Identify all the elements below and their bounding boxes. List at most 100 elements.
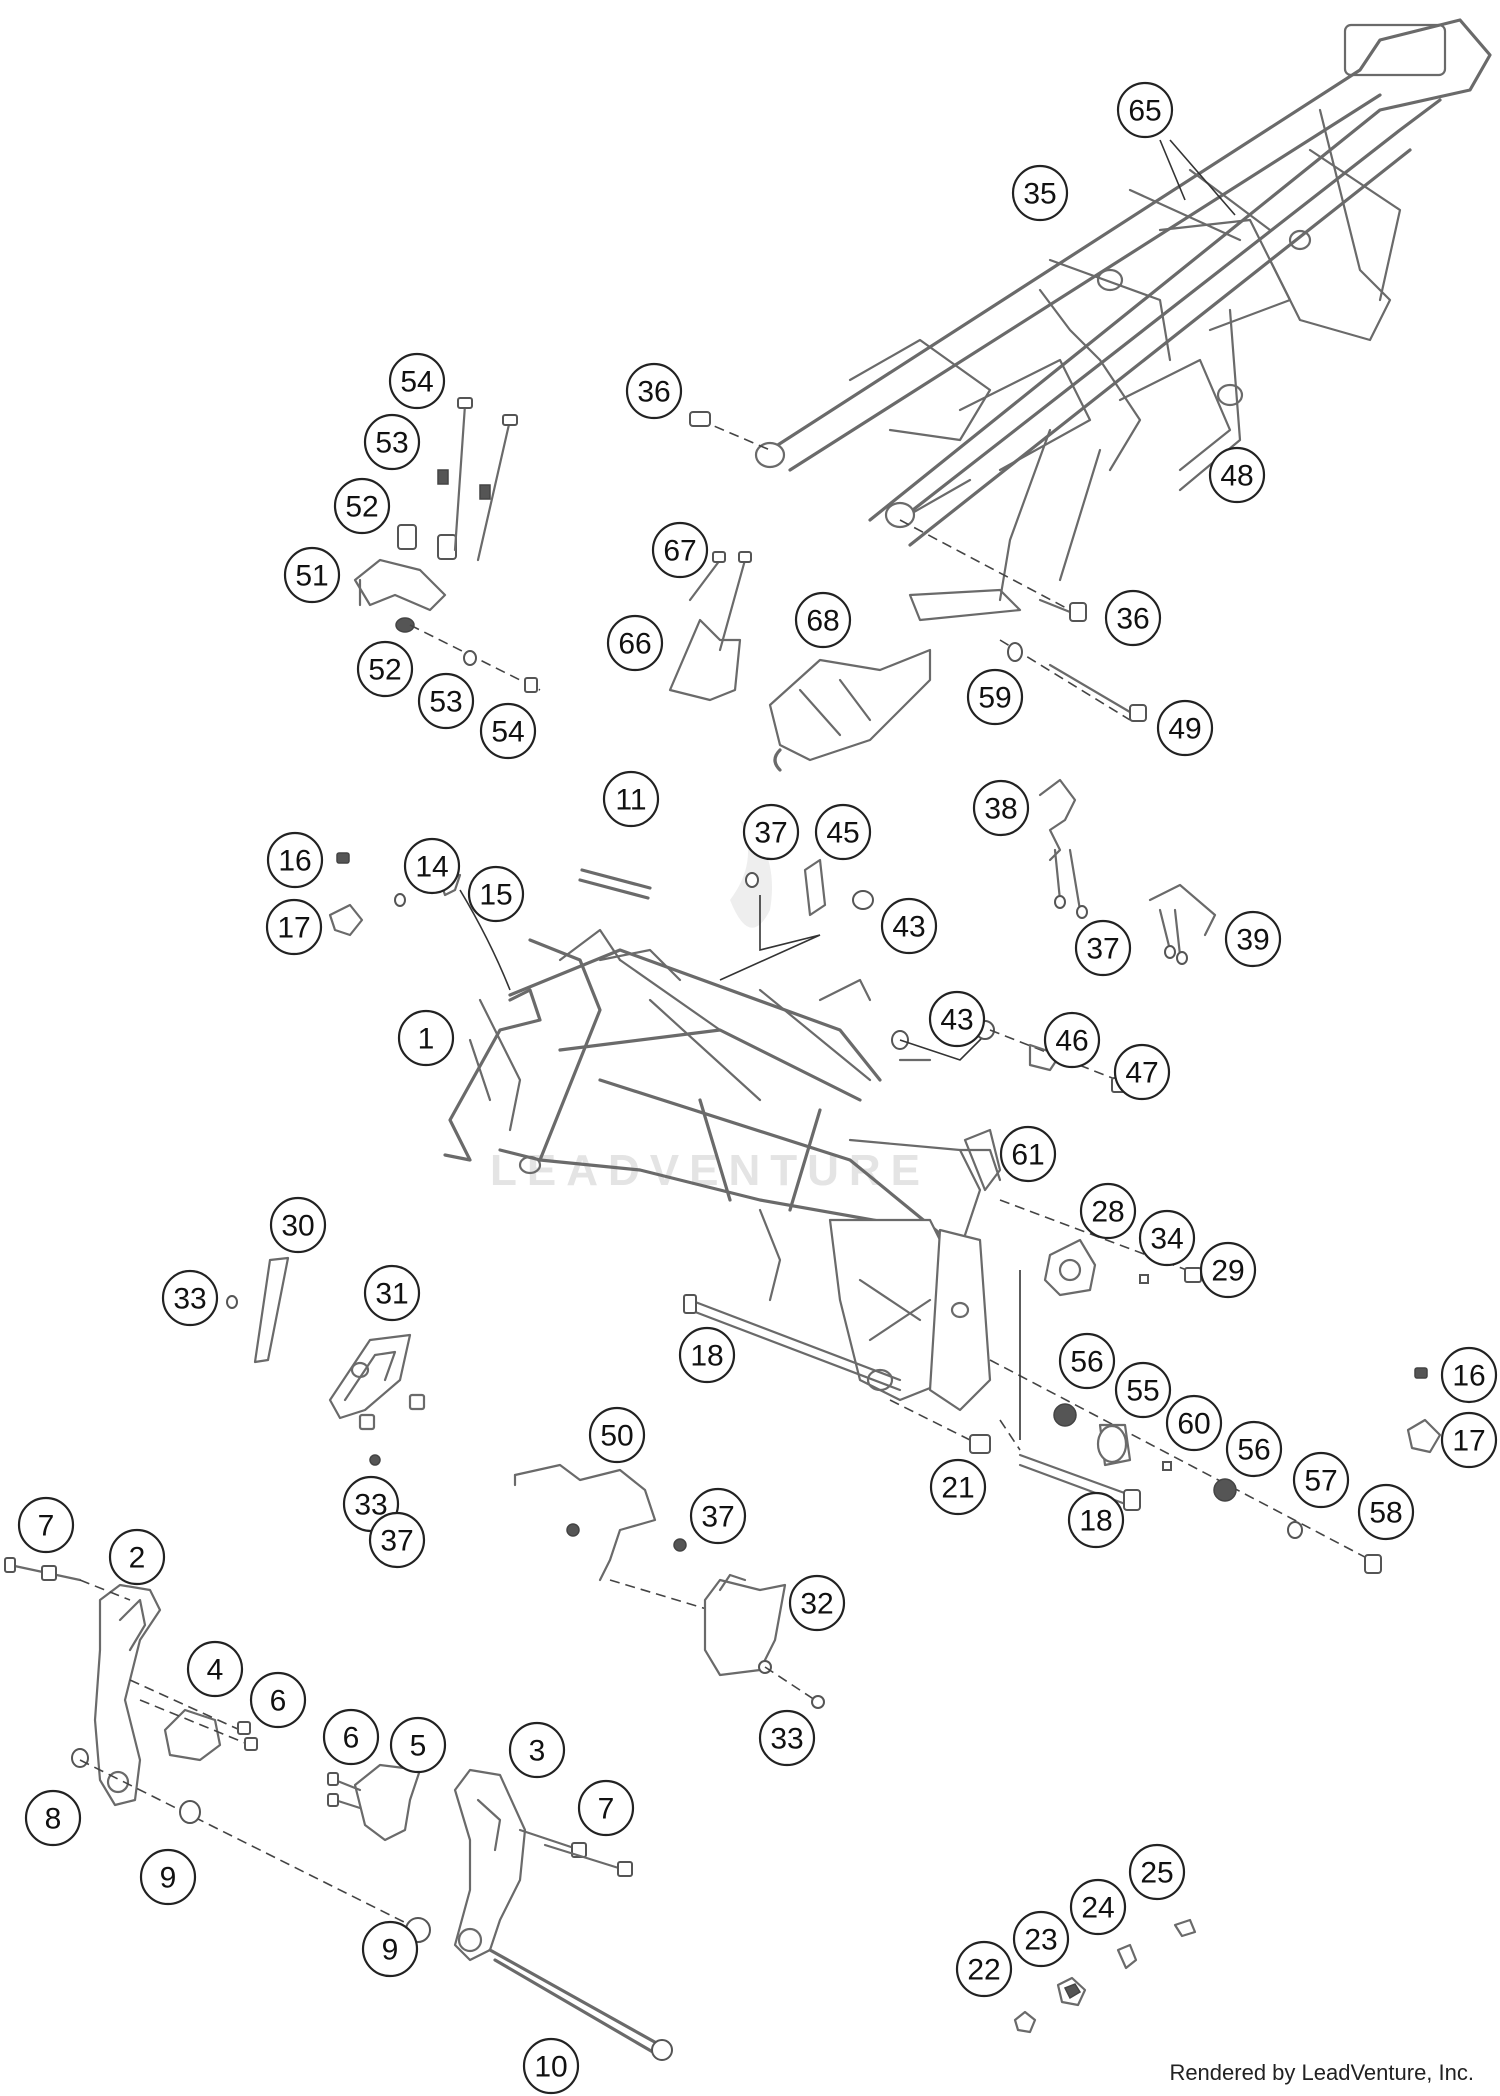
callout-circle — [333, 477, 391, 535]
callout-label: 46 — [1055, 1025, 1088, 1058]
callout-circle — [880, 897, 938, 955]
callout-circle — [1138, 1209, 1196, 1267]
callout-circle — [1224, 910, 1282, 968]
callout-53: 53 — [363, 413, 421, 471]
callout-label: 33 — [173, 1283, 206, 1316]
callout-18: 18 — [1067, 1491, 1125, 1549]
callout-circle — [361, 1920, 419, 1978]
callout-18: 18 — [678, 1326, 736, 1384]
callout-label: 47 — [1125, 1057, 1158, 1090]
callout-circle — [139, 1848, 197, 1906]
callout-label: 33 — [354, 1489, 387, 1522]
callout-label: 56 — [1237, 1434, 1270, 1467]
callout-label: 29 — [1211, 1255, 1244, 1288]
callout-circle — [388, 352, 446, 410]
callout-45: 45 — [814, 803, 872, 861]
callout-label: 54 — [400, 366, 433, 399]
callout-circle — [928, 990, 986, 1048]
callout-6: 6 — [249, 1671, 307, 1729]
callout-9: 9 — [139, 1848, 197, 1906]
callout-54: 54 — [479, 702, 537, 760]
rear-subframe — [754, 18, 1492, 622]
callout-label: 35 — [1023, 178, 1056, 211]
callout-label: 37 — [701, 1501, 734, 1534]
callout-label: 6 — [270, 1685, 287, 1718]
callout-31: 31 — [363, 1264, 421, 1322]
callout-circle — [17, 1496, 75, 1554]
callout-21: 21 — [929, 1458, 987, 1516]
callout-33: 33 — [161, 1269, 219, 1327]
callout-circle — [186, 1640, 244, 1698]
callout-circle — [1114, 1361, 1172, 1419]
bracket-51-group — [353, 397, 541, 693]
callout-15: 15 — [467, 865, 525, 923]
callout-circle — [1357, 1483, 1415, 1541]
callout-label: 14 — [415, 851, 448, 884]
callout-label: 31 — [375, 1278, 408, 1311]
callout-3: 3 — [508, 1721, 566, 1779]
callout-circle — [1113, 1043, 1171, 1101]
callout-circle — [1128, 1843, 1186, 1901]
callout-circle — [1043, 1011, 1101, 1069]
callout-48: 48 — [1208, 446, 1266, 504]
callout-38: 38 — [972, 779, 1030, 837]
callout-7: 7 — [17, 1496, 75, 1554]
callout-label: 67 — [663, 535, 696, 568]
callout-36: 36 — [1104, 589, 1162, 647]
callout-59: 59 — [966, 668, 1024, 726]
callout-label: 68 — [806, 605, 839, 638]
callout-39: 39 — [1224, 910, 1282, 968]
callout-circle — [1116, 81, 1174, 139]
callout-14: 14 — [403, 837, 461, 895]
leader-lines-65 — [1159, 139, 1236, 216]
callout-label: 55 — [1126, 1375, 1159, 1408]
callout-circle — [283, 546, 341, 604]
callout-circle — [1104, 589, 1162, 647]
callout-circle — [1058, 1332, 1116, 1390]
callout-circle — [1074, 919, 1132, 977]
callout-label: 52 — [368, 654, 401, 687]
callout-label: 23 — [1024, 1924, 1057, 1957]
callout-circle — [368, 1511, 426, 1569]
callout-55: 55 — [1114, 1361, 1172, 1419]
callout-label: 2 — [129, 1542, 146, 1575]
callout-circle — [955, 1940, 1013, 1998]
callout-5: 5 — [389, 1716, 447, 1774]
callout-label: 18 — [1079, 1505, 1112, 1538]
callout-label: 18 — [690, 1340, 723, 1373]
callout-32: 32 — [788, 1574, 846, 1632]
callout-circle — [577, 1779, 635, 1837]
guard-31 — [328, 1333, 426, 1466]
callout-label: 38 — [984, 793, 1017, 826]
callout-24: 24 — [1069, 1878, 1127, 1936]
callout-67: 67 — [651, 521, 709, 579]
callout-label: 60 — [1177, 1408, 1210, 1441]
callout-label: 58 — [1369, 1497, 1402, 1530]
callout-label: 9 — [160, 1862, 177, 1895]
callout-circle — [1440, 1411, 1498, 1469]
callout-circle — [1225, 1420, 1283, 1478]
callout-35: 35 — [1011, 164, 1069, 222]
callout-label: 9 — [382, 1934, 399, 1967]
callout-circle — [758, 1709, 816, 1767]
callout-circle — [522, 2037, 580, 2095]
callout-30: 30 — [269, 1196, 327, 1254]
callout-36: 36 — [625, 362, 683, 420]
callout-11: 11 — [602, 770, 660, 828]
callout-circle — [249, 1671, 307, 1729]
callout-label: 5 — [410, 1730, 427, 1763]
callout-label: 37 — [380, 1525, 413, 1558]
callout-label: 53 — [429, 686, 462, 719]
footrest-bracket-2 — [4, 1557, 431, 1943]
callout-25: 25 — [1128, 1843, 1186, 1901]
callout-label: 39 — [1236, 924, 1269, 957]
callout-circle — [1199, 1241, 1257, 1299]
callout-label: 43 — [892, 911, 925, 944]
callout-7: 7 — [577, 1779, 635, 1837]
callout-label: 8 — [45, 1803, 62, 1836]
callout-circle — [794, 591, 852, 649]
callout-label: 50 — [600, 1420, 633, 1453]
callout-52: 52 — [333, 477, 391, 535]
callout-circle — [929, 1458, 987, 1516]
callout-label: 3 — [529, 1735, 546, 1768]
